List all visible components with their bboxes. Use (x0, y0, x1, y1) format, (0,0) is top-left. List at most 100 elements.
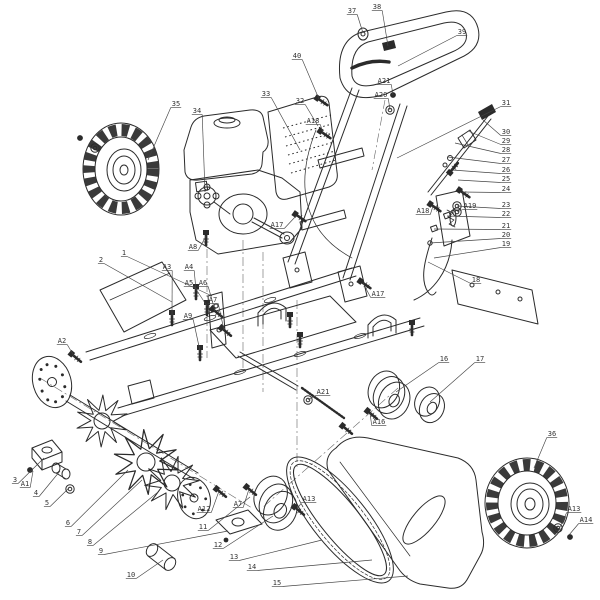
callout-A19-37: A19 (456, 202, 478, 213)
callout-A17-25: A17 (269, 215, 297, 229)
svg-text:14: 14 (248, 563, 256, 571)
svg-text:A7: A7 (209, 296, 217, 304)
svg-text:1: 1 (122, 249, 126, 257)
svg-text:A13: A13 (568, 505, 581, 513)
svg-text:33: 33 (262, 90, 270, 98)
svg-text:16: 16 (440, 355, 448, 363)
svg-text:A1: A1 (21, 480, 29, 488)
callout-A7-33: A7 (207, 296, 225, 331)
callout-A2-38: A2 (56, 337, 75, 357)
callout-15-54: 15 (271, 575, 409, 587)
callout-12-51: 12 (212, 515, 274, 549)
callout-27-8: 27 (447, 156, 512, 164)
callout-9-46: 9 (97, 530, 229, 555)
fastener-glyphs (66, 92, 473, 519)
svg-text:32: 32 (296, 97, 304, 105)
svg-text:34: 34 (193, 107, 201, 115)
callout-A20-24: A20 (373, 91, 391, 111)
hub-flange (194, 183, 231, 215)
svg-text:A16: A16 (373, 418, 386, 426)
callout-38-1: 38 (371, 3, 389, 47)
svg-text:39: 39 (458, 28, 466, 36)
svg-text:A5: A5 (185, 279, 193, 287)
svg-text:A12: A12 (198, 505, 211, 513)
callout-8-45: 8 (86, 491, 159, 546)
svg-text:13: 13 (230, 553, 238, 561)
right-wheel (484, 457, 573, 549)
callout-3-39: 3 (11, 457, 45, 484)
svg-text:A21: A21 (378, 77, 391, 85)
belt-drive (253, 370, 485, 589)
svg-text:36: 36 (548, 430, 556, 438)
svg-text:7: 7 (77, 528, 81, 536)
callout-A13-61: A13 (559, 505, 582, 528)
callout-A21-56: A21 (307, 388, 331, 401)
svg-text:A18: A18 (307, 117, 320, 125)
svg-text:19: 19 (502, 240, 510, 248)
left-wheel (77, 122, 160, 216)
callout-2-28: 2 (97, 256, 173, 303)
svg-text:11: 11 (199, 523, 207, 531)
svg-text:4: 4 (34, 489, 38, 497)
svg-text:22: 22 (502, 210, 510, 218)
engine (183, 95, 338, 255)
svg-text:6: 6 (66, 519, 70, 527)
callout-22-13: 22 (446, 210, 512, 218)
callout-A13-55: A13 (296, 495, 317, 510)
callout-26-9: 26 (451, 166, 512, 174)
callout-33-20: 33 (260, 90, 301, 151)
callout-20-15: 20 (429, 231, 512, 244)
callout-13-52: 13 (228, 539, 323, 561)
svg-text:A3: A3 (163, 263, 171, 271)
callout-1-27: 1 (120, 249, 213, 297)
svg-text:27: 27 (502, 156, 510, 164)
callout-17-58: 17 (429, 355, 486, 403)
callout-24-11: 24 (461, 185, 512, 193)
svg-text:29: 29 (502, 137, 510, 145)
handlebar (282, 10, 480, 303)
callout-A18-22: A18 (305, 117, 324, 134)
svg-text:A17: A17 (372, 290, 385, 298)
frame (85, 261, 539, 420)
callout-A21-23: A21 (376, 77, 394, 96)
callout-A14-62: A14 (568, 516, 594, 536)
svg-text:40: 40 (293, 52, 301, 60)
callout-A12-49: A12 (196, 490, 220, 513)
callout-A8-26: A8 (187, 235, 207, 251)
throttle-assembly (304, 104, 496, 301)
callout-18-17: 18 (427, 261, 482, 284)
callout-29-6: 29 (467, 130, 512, 145)
svg-text:2: 2 (99, 256, 103, 264)
callout-A4-30: A4 (183, 263, 197, 291)
svg-text:26: 26 (502, 166, 510, 174)
callout-7-44: 7 (75, 479, 143, 536)
svg-text:12: 12 (214, 541, 222, 549)
svg-text:15: 15 (273, 579, 281, 587)
svg-text:A20: A20 (375, 91, 388, 99)
callout-A9-34: A9 (182, 312, 201, 352)
svg-text:24: 24 (502, 185, 510, 193)
svg-text:23: 23 (502, 201, 510, 209)
callout-14-53: 14 (246, 559, 373, 571)
svg-text:A21: A21 (317, 388, 330, 396)
svg-text:31: 31 (502, 99, 510, 107)
callout-30-5: 30 (482, 119, 512, 136)
callout-25-10: 25 (457, 175, 512, 183)
callout-A7-50: A7 (232, 488, 250, 508)
svg-text:25: 25 (502, 175, 510, 183)
callout-36-60: 36 (533, 430, 558, 469)
callout-34-19: 34 (191, 107, 206, 193)
svg-text:37: 37 (348, 7, 356, 15)
svg-text:20: 20 (502, 231, 510, 239)
svg-text:A14: A14 (580, 516, 593, 524)
callout-A5-31: A5 (183, 279, 208, 307)
callout-A16-59: A16 (369, 412, 387, 426)
svg-text:35: 35 (172, 100, 180, 108)
callout-16-57: 16 (395, 355, 450, 393)
tine-rotor (27, 355, 263, 571)
svg-text:A18: A18 (417, 207, 430, 215)
svg-text:5: 5 (45, 499, 49, 507)
